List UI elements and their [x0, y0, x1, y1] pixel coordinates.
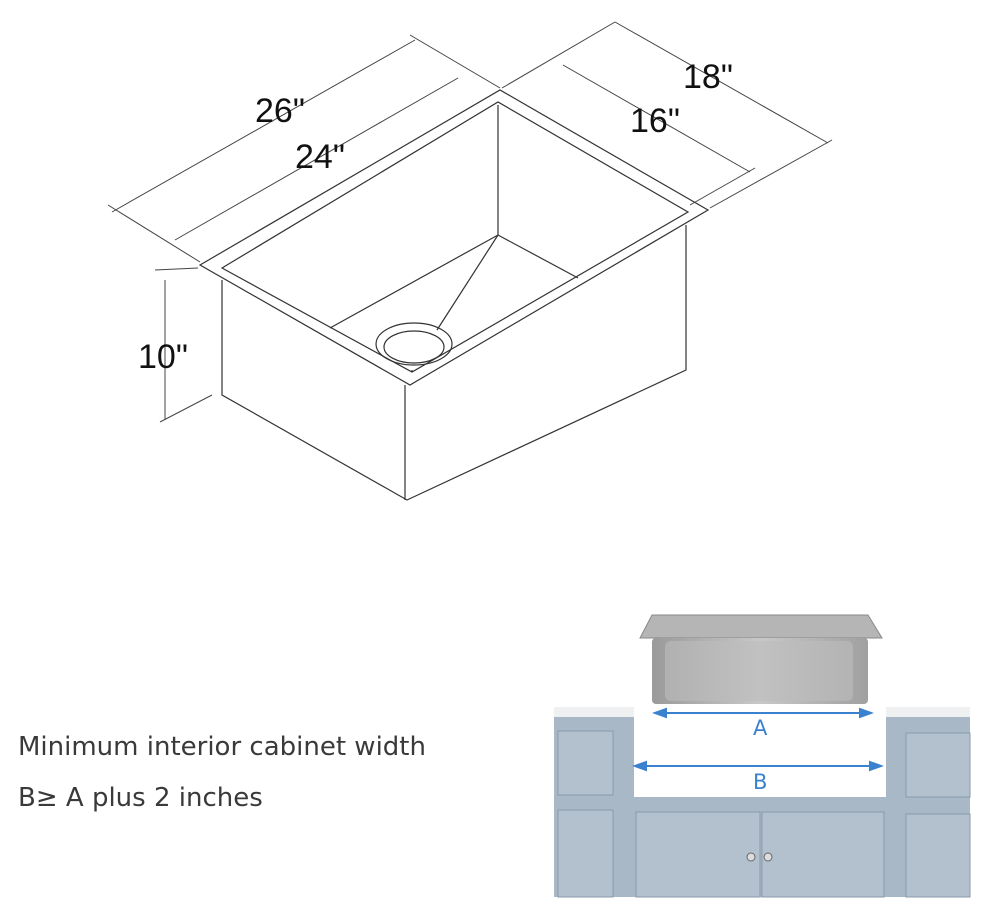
- caption-line-2: B≥ A plus 2 inches: [18, 783, 263, 813]
- inner-width-label: 16": [630, 102, 680, 140]
- sink-outline: [198, 89, 710, 501]
- label-a: A: [753, 716, 768, 740]
- cabinet-diagram: A B: [554, 614, 971, 898]
- depth-label: 10": [138, 338, 188, 376]
- width-arrows: [632, 707, 884, 772]
- outer-length-label: 26": [255, 92, 305, 130]
- label-b: B: [753, 770, 767, 794]
- caption-line-1: Minimum interior cabinet width: [18, 732, 426, 762]
- inner-length-label: 24": [295, 138, 345, 176]
- dimension-lines: [107, 21, 833, 423]
- outer-width-label: 18": [683, 58, 733, 96]
